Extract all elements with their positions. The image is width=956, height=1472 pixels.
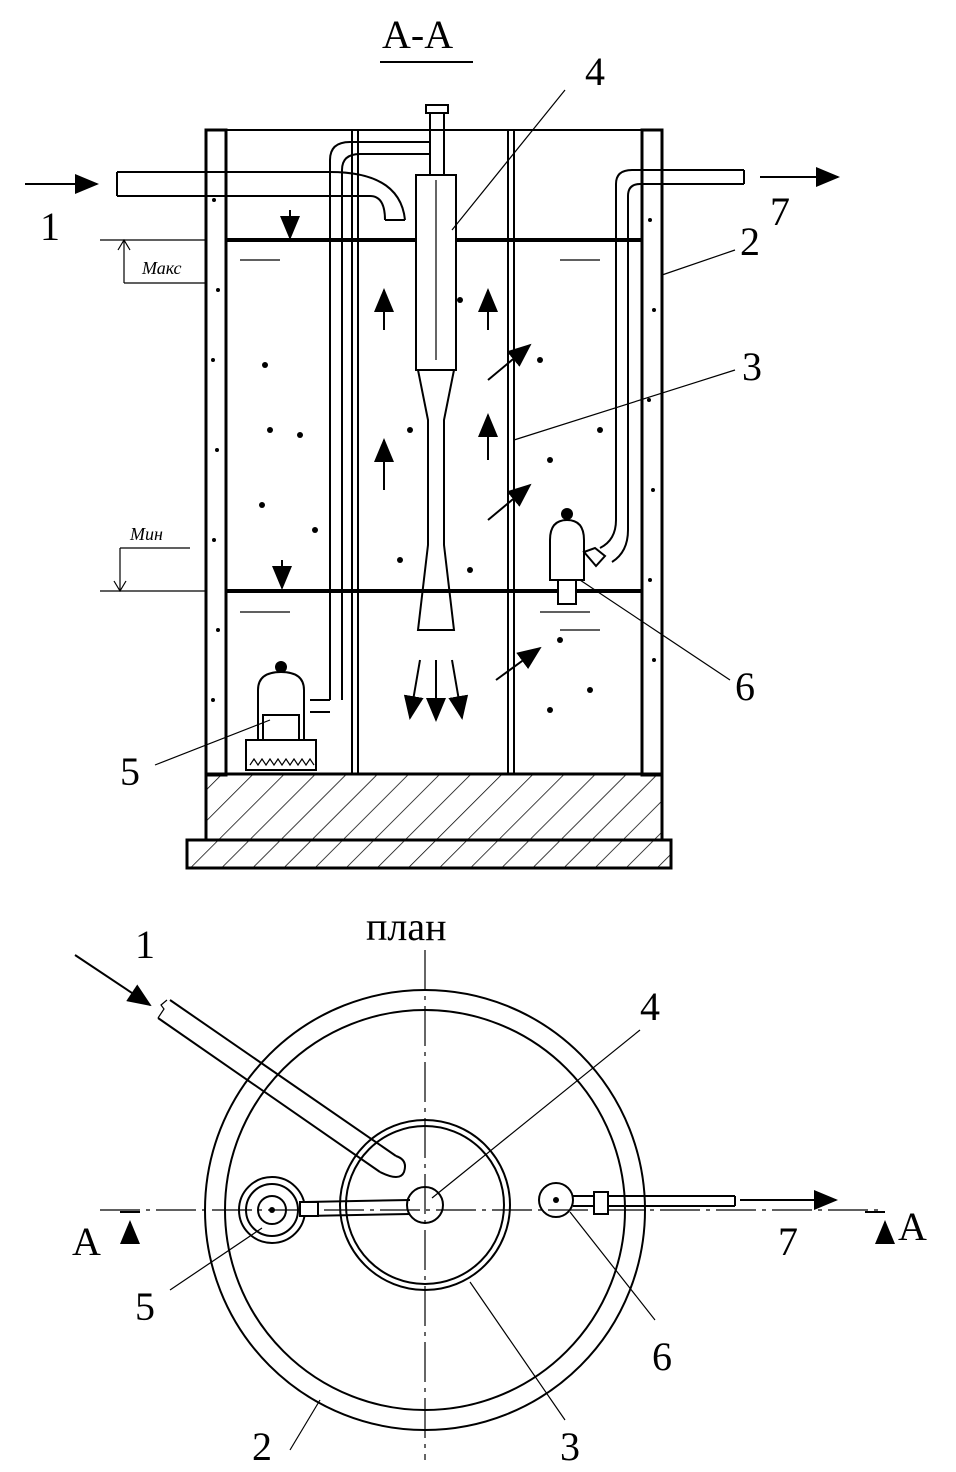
bubbles: [259, 297, 603, 713]
water-levels: [100, 238, 642, 631]
outlet-pipe: [599, 167, 840, 563]
plan-cut-left: А: [72, 1211, 140, 1264]
plan-pump-6: 7: [538, 1182, 838, 1264]
callout-4-plan: 4: [640, 984, 660, 1029]
callout-2-section: 2: [740, 219, 760, 264]
pump5-discharge-pipe: [310, 141, 430, 713]
callout-6-plan: 6: [652, 1334, 672, 1379]
tank-wall-left: [204, 128, 228, 777]
plan-tank-inner: [224, 1009, 626, 1411]
section-callouts: 4 2 3 6 5 1 7: [40, 49, 790, 794]
plan-inlet-pipe: 1: [74, 922, 406, 1178]
pump-6: [549, 508, 607, 605]
callout-6-section: 6: [735, 664, 755, 709]
plan-cylinder-outer: [339, 1119, 511, 1291]
ejector: [415, 104, 457, 631]
callout-3-plan: 3: [560, 1424, 580, 1469]
plan-title: план: [366, 904, 447, 949]
callout-5-section: 5: [120, 749, 140, 794]
section-view: А-А: [25, 12, 840, 870]
inlet-pipe: [25, 171, 406, 221]
level-max-label: Макс: [141, 258, 181, 278]
callout-1-section: 1: [40, 204, 60, 249]
base-slab: [185, 772, 673, 870]
level-min-marker: Мин: [113, 524, 190, 593]
plan-tank-outer: [204, 989, 646, 1431]
plan-view: план 1: [72, 904, 927, 1469]
plan-callouts: 4 5 6 3 2: [135, 984, 672, 1469]
flow-arrows: [272, 210, 542, 722]
tank-wall-right: [640, 128, 664, 777]
plan-cut-right: А: [865, 1204, 927, 1249]
callout-2-plan: 2: [252, 1424, 272, 1469]
plan-ejector: [406, 1186, 444, 1224]
level-max-marker: Макс: [117, 238, 206, 284]
callout-1-plan: 1: [135, 922, 155, 967]
callout-7-plan: 7: [778, 1219, 798, 1264]
cut-label-right: А: [898, 1204, 927, 1249]
callout-7-section: 7: [770, 189, 790, 234]
callout-3-section: 3: [742, 344, 762, 389]
plan-pump-5: [238, 1176, 411, 1244]
plan-cylinder-inner: [345, 1125, 505, 1285]
pump-5: [245, 661, 317, 771]
section-title: А-А: [382, 12, 453, 57]
cut-label-left: А: [72, 1219, 101, 1264]
callout-4-section: 4: [585, 49, 605, 94]
level-min-label: Мин: [129, 524, 163, 544]
callout-5-plan: 5: [135, 1284, 155, 1329]
